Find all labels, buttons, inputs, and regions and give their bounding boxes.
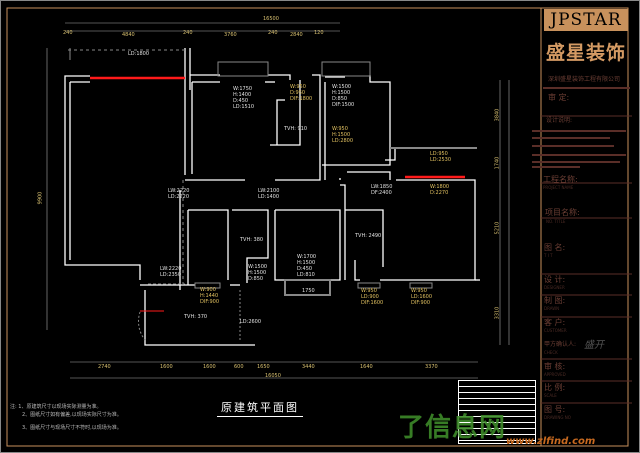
dim-right: 5210 — [494, 221, 501, 235]
field-label: 审 核: — [544, 362, 566, 371]
note-line: 注: 1、原建筑尺寸以现场实际测量为准。 — [10, 404, 102, 410]
note-line: 2、图纸尺寸如有偏差,以现场实际尺寸为准。 — [22, 412, 122, 418]
field-value: DESIGNER — [544, 285, 565, 290]
room-label: TVH: 910 — [284, 126, 308, 132]
dim-bottom: 2740 — [98, 364, 111, 370]
room-label: TVH: 380 — [240, 237, 264, 243]
room-label: TVH: 370 — [184, 314, 208, 320]
field-label: 图 名: — [544, 243, 566, 252]
dim-bottom: 3370 — [425, 364, 438, 370]
field-label: 制 图: — [544, 296, 566, 305]
dim-bottom: 1640 — [360, 364, 373, 370]
field-value: CUSTOMER — [544, 328, 567, 333]
dim-bottom: 1600 — [203, 364, 216, 370]
room-label: TVH: 2490 — [355, 233, 382, 239]
dim-top: 2840 — [290, 32, 303, 38]
brand-name: 盛星装饰 — [546, 42, 627, 64]
dim-top: 120 — [314, 30, 324, 36]
drawing-title: 原建筑平面图 — [217, 401, 303, 417]
field-label: 客 户: — [544, 318, 566, 327]
windows-and-balconies — [68, 48, 477, 341]
legend-table — [458, 380, 536, 444]
dim-top: 240 — [63, 30, 73, 36]
signature: 盛开 — [584, 340, 604, 351]
field-label: 图 号: — [544, 405, 566, 414]
field-value: CHECK — [544, 350, 558, 355]
field-value: SCALE — [544, 393, 557, 398]
field-label: 项目名称: — [545, 208, 580, 217]
field-label: 工程名称: — [543, 175, 578, 184]
dim-top: 240 — [268, 30, 278, 36]
dim-top-total: 16500 — [263, 16, 279, 22]
field-label: 设 计: — [544, 275, 566, 284]
room-label: LD:2600 — [240, 319, 262, 325]
dim-right: 3840 — [494, 108, 501, 122]
walls — [64, 48, 480, 346]
field-value: NO. TITLE — [546, 219, 566, 224]
field-value: T I T — [544, 253, 553, 258]
company-logo: JPSTAR — [544, 9, 628, 31]
red-windows — [90, 76, 465, 312]
dim-right: 1740 — [494, 156, 501, 170]
dim-left: 9900 — [37, 191, 44, 205]
dim-right: 3310 — [494, 306, 501, 320]
field-value: DRAWN — [544, 306, 560, 311]
dim-top: 4840 — [122, 32, 135, 38]
dimension-lines — [46, 22, 510, 379]
sheet-border — [6, 7, 629, 447]
field-value: PROJECT NAME — [543, 185, 574, 190]
field-value: DRAWING NO — [544, 415, 571, 420]
field-label: 审 定: — [548, 93, 570, 102]
room-label: 1750 — [302, 288, 315, 294]
title-block-lines — [532, 87, 632, 404]
dim-bottom: 600 — [234, 364, 244, 370]
dim-bottom-total: 16050 — [265, 373, 281, 379]
dim-top: 3760 — [224, 32, 237, 38]
field-label: 甲方确认人: — [544, 341, 577, 348]
room-label: LD:1800 — [128, 51, 150, 57]
watermark-url: www.zlfind.com — [506, 436, 596, 447]
dim-top: 240 — [183, 30, 193, 36]
watermark: 了信息网 — [398, 413, 507, 443]
field-value: APPROVED — [544, 372, 566, 377]
dim-bottom: 3440 — [302, 364, 315, 370]
company-name: 深圳盛星装饰工程有限公司 — [548, 76, 621, 83]
dim-bottom: 1650 — [257, 364, 270, 370]
field-label: 设计说明: — [546, 117, 573, 124]
field-label: 比 例: — [544, 383, 566, 392]
note-line: 3、图纸尺寸与现场尺寸不符时,以现场为准。 — [22, 425, 122, 431]
dim-bottom: 1600 — [160, 364, 173, 370]
